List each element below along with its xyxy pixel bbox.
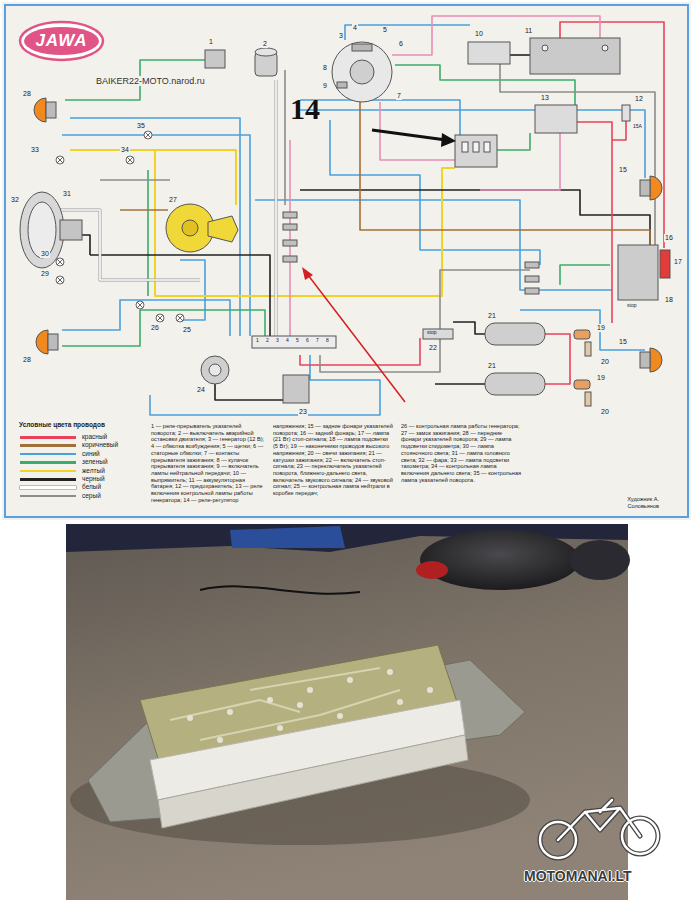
- legend-text: коричневый: [82, 441, 118, 448]
- callout-number: 10: [474, 30, 484, 38]
- callout-number: 2: [262, 40, 268, 48]
- callout-number: 23: [298, 408, 308, 416]
- wire-color-swatch: [20, 461, 76, 464]
- wire-color-swatch: [20, 436, 76, 439]
- legend-text: желтый: [82, 467, 105, 474]
- callout-number: 19: [596, 374, 606, 382]
- logo-text-holder: JAWA: [18, 20, 105, 62]
- callout-number: 8: [322, 64, 328, 72]
- frame: [5, 5, 688, 517]
- callout-number: 18: [664, 296, 674, 304]
- callout-number: 35: [136, 122, 146, 130]
- callout-number: 6: [398, 40, 404, 48]
- legend-text: зеленый: [82, 458, 108, 465]
- terminal-label: stop: [626, 303, 637, 309]
- wire-color-swatch: [20, 486, 76, 489]
- legend-text: красный: [82, 433, 107, 440]
- callout-number: 29: [40, 270, 50, 278]
- callout-number: 1: [208, 38, 214, 46]
- wire-color-swatch: [20, 470, 76, 473]
- callout-number: 16: [664, 234, 674, 242]
- legend-heading: Условные цвета проводов: [18, 421, 106, 428]
- callout-number: 28: [22, 356, 32, 364]
- callout-number: 28: [22, 90, 32, 98]
- handwritten-number: 14: [290, 92, 320, 127]
- lamp-symbols: [56, 131, 184, 322]
- pointer-arrows: [302, 130, 456, 402]
- artist-credit: Художник А. Соловьянов: [594, 496, 660, 509]
- legend-text: белый: [82, 483, 101, 490]
- callout-number: 19: [596, 324, 606, 332]
- callout-number: 20: [600, 408, 610, 416]
- terminal-number: 5: [296, 338, 299, 344]
- legend-text: серый: [82, 492, 101, 499]
- terminal-number: 1: [256, 338, 259, 344]
- wire-color-swatch: [20, 444, 76, 447]
- legend-text: синий: [82, 450, 100, 457]
- fuse-rating: 15A: [632, 124, 643, 130]
- components: [20, 38, 670, 406]
- callout-number: 15: [618, 338, 628, 346]
- terminal-number: 8: [326, 338, 329, 344]
- callout-number: 13: [540, 94, 550, 102]
- callout-number: 20: [600, 358, 610, 366]
- callout-number: 3: [338, 32, 344, 40]
- callout-number: 27: [168, 196, 178, 204]
- callout-number: 33: [30, 146, 40, 154]
- callout-number: 22: [428, 344, 438, 352]
- callout-number: 21: [487, 312, 497, 320]
- watermark-text: MOTOMANAI.LT: [524, 868, 632, 884]
- wires: [60, 16, 664, 415]
- terminal-number: 4: [286, 338, 289, 344]
- terminal-label: stop: [427, 330, 436, 336]
- callout-number: 25: [182, 326, 192, 334]
- site-url: BAIKER22-MOTO.narod.ru: [95, 76, 206, 86]
- wire-color-swatch: [20, 478, 76, 481]
- callout-number: 31: [62, 190, 72, 198]
- wire-color-swatch: [20, 453, 76, 456]
- terminal-number: 2: [266, 338, 269, 344]
- callout-number: 4: [352, 24, 358, 32]
- paper: [2, 2, 691, 520]
- callout-number: 34: [120, 146, 130, 154]
- callout-number: 11: [524, 27, 533, 35]
- caption-text: напряжения; 15 — задние фонари указателе…: [272, 423, 394, 497]
- callout-number: 17: [673, 258, 683, 266]
- callout-number: 15: [618, 166, 628, 174]
- caption-text: 26 — контрольная лампа работы генератора…: [400, 423, 524, 483]
- caption-text: 1 — реле-прерыватель указателей поворота…: [150, 423, 268, 503]
- terminal-number: 3: [276, 338, 279, 344]
- logo-oval: JAWA: [18, 20, 105, 62]
- legend-text: черный: [82, 475, 105, 482]
- callout-number: 5: [382, 26, 388, 34]
- terminal-number: 7: [316, 338, 319, 344]
- callout-number: 30: [40, 250, 50, 258]
- terminal-number: 6: [306, 338, 309, 344]
- callout-number: 12: [634, 95, 644, 103]
- photo: [66, 524, 658, 900]
- callout-number: 24: [196, 386, 206, 394]
- callout-number: 9: [322, 82, 328, 90]
- wire-color-swatch: [20, 495, 76, 498]
- logo-text: JAWA: [35, 32, 87, 51]
- callout-number: 7: [396, 92, 402, 100]
- callout-number: 21: [487, 362, 497, 370]
- callout-number: 26: [150, 324, 160, 332]
- callout-number: 32: [10, 196, 20, 204]
